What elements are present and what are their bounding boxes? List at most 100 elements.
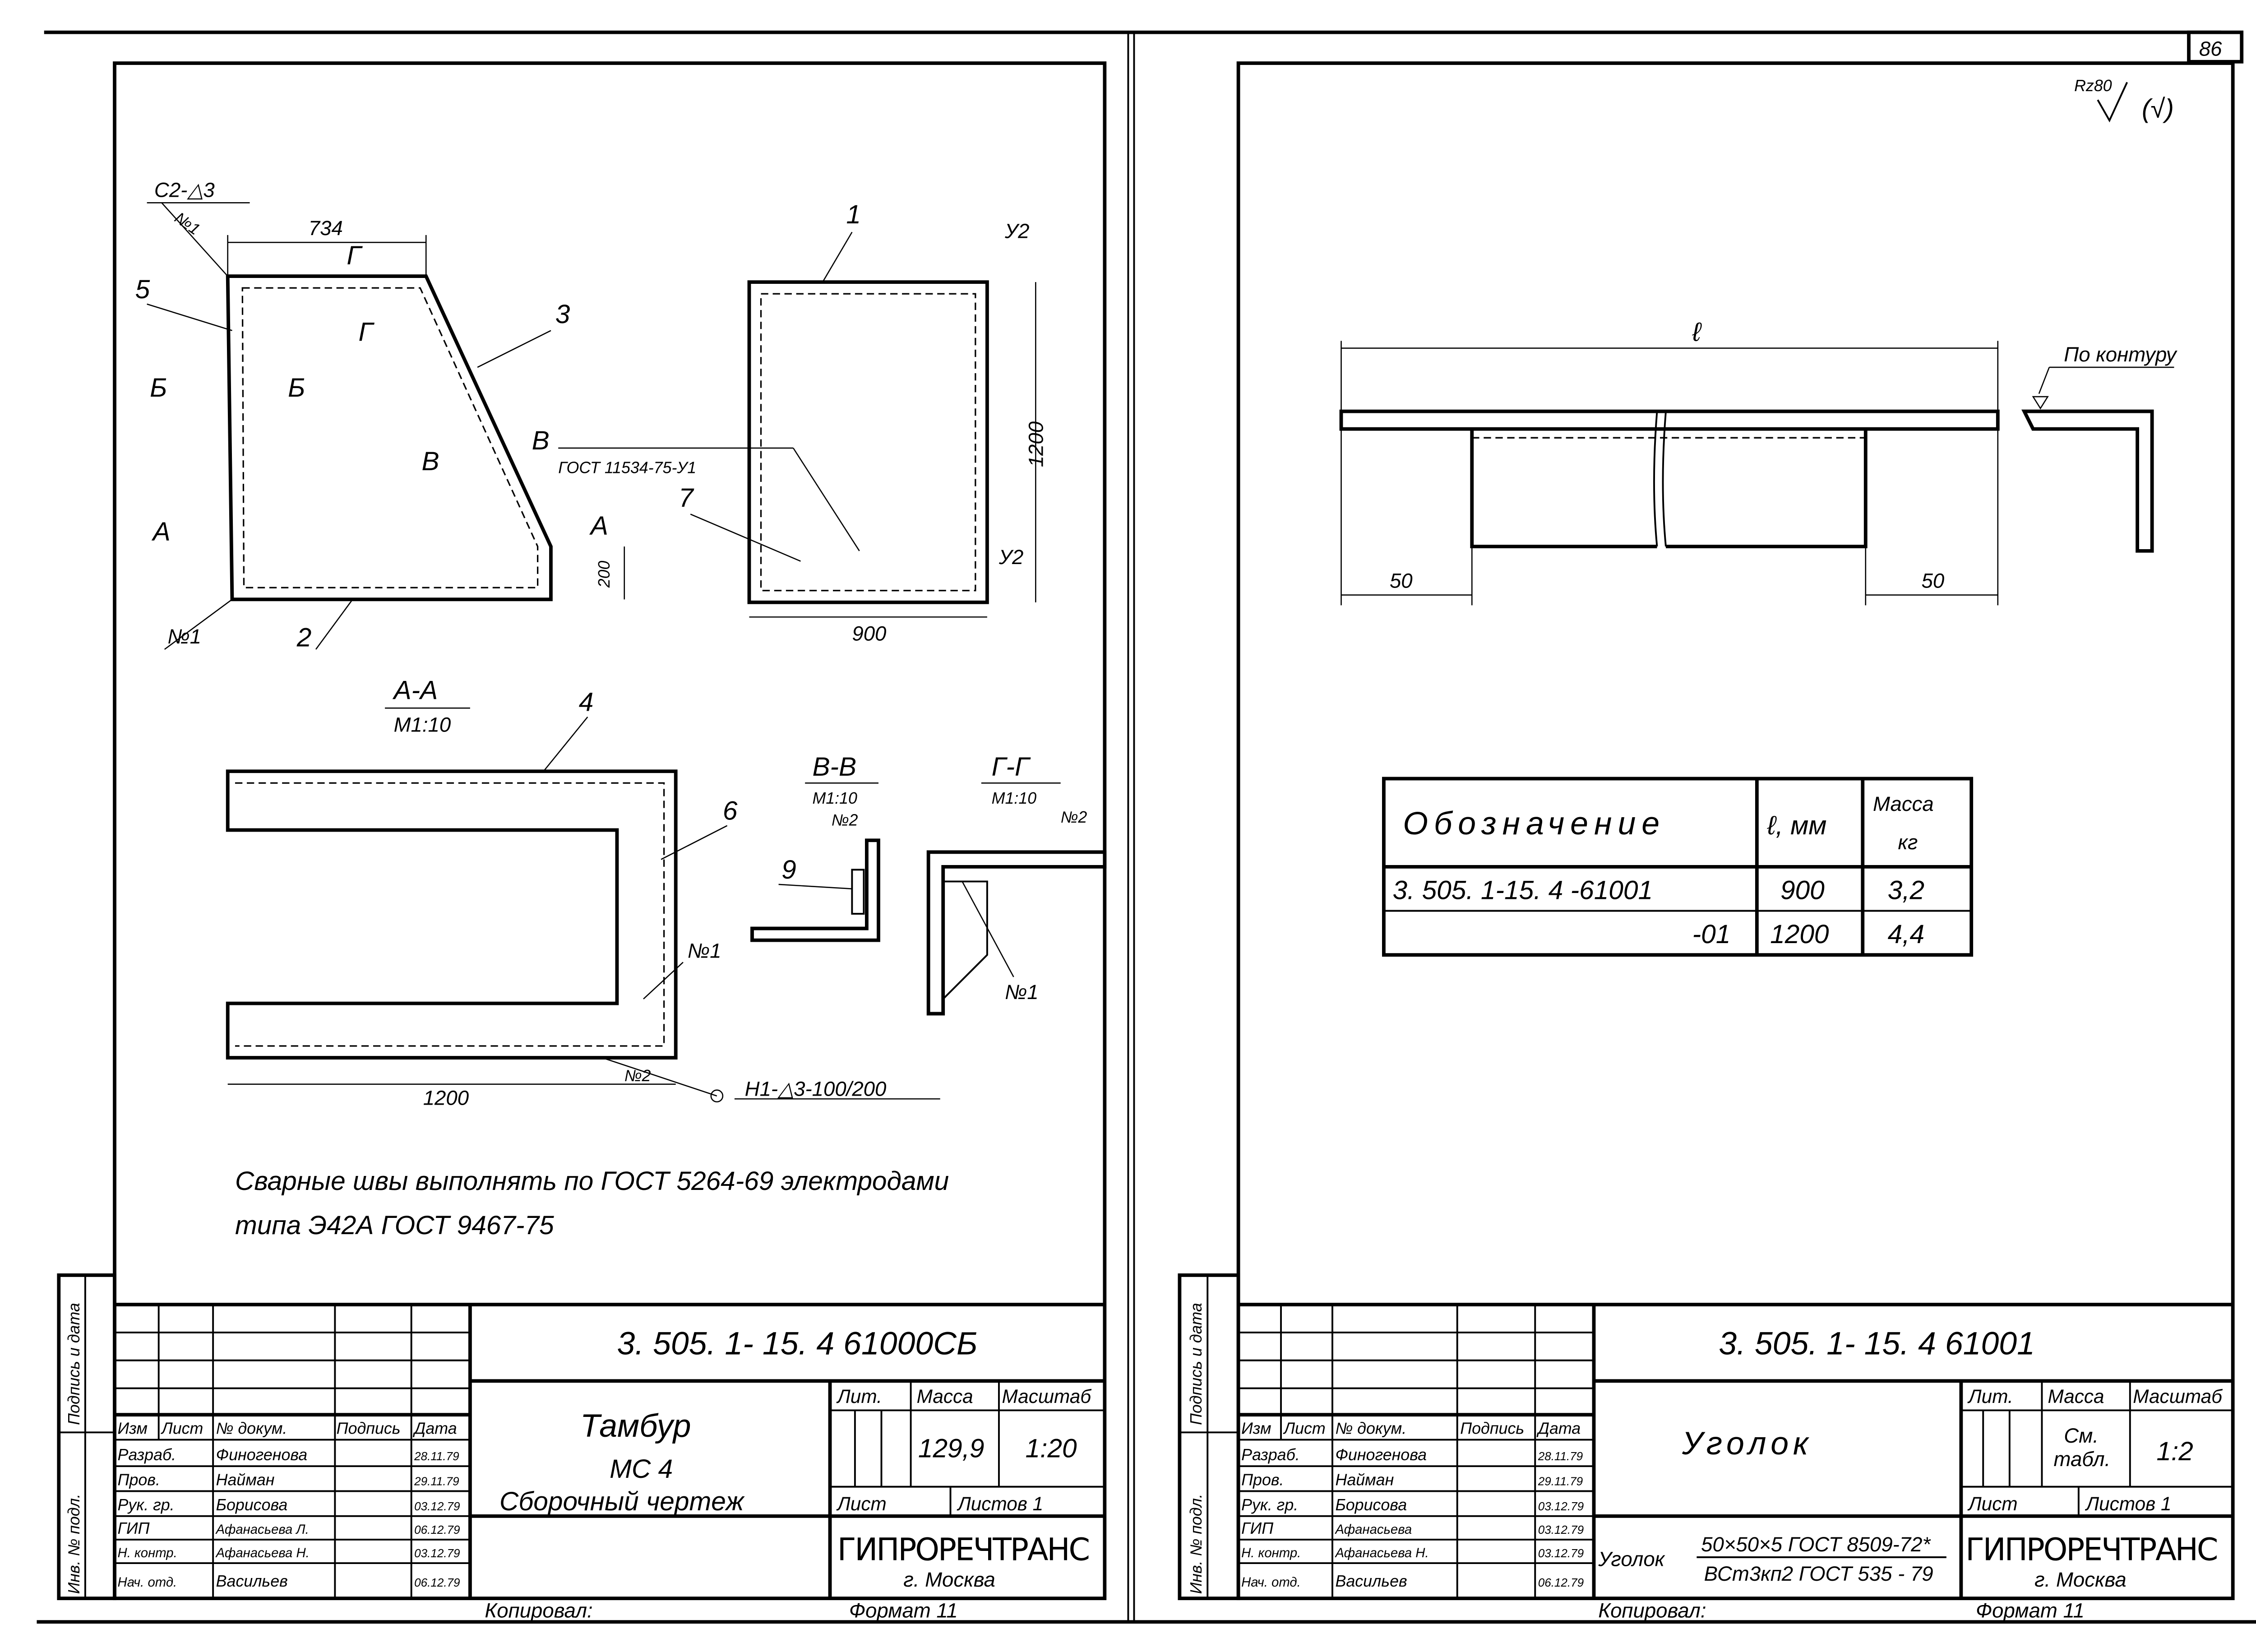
- svg-text:Лит.: Лит.: [836, 1386, 882, 1407]
- svg-text:Г: Г: [358, 317, 374, 347]
- svg-text:Обозначение: Обозначение: [1403, 805, 1665, 842]
- table-cell: 3,2: [1888, 875, 1924, 905]
- svg-text:Масса: Масса: [917, 1386, 973, 1407]
- svg-text:Изм: Изм: [1241, 1420, 1271, 1438]
- svg-text:50×50×5 ГОСТ 8509-72*: 50×50×5 ГОСТ 8509-72*: [1701, 1533, 1931, 1556]
- section-v-v: В-В М1:10 №2 9: [750, 752, 880, 942]
- svg-text:ГИП: ГИП: [118, 1519, 150, 1537]
- svg-text:У2: У2: [1004, 219, 1029, 242]
- svg-text:9: 9: [781, 855, 796, 884]
- drawing-name: Уголок: [1682, 1425, 1813, 1462]
- svg-text:ВСт3кп2 ГОСТ 535 - 79: ВСт3кп2 ГОСТ 535 - 79: [1704, 1562, 1933, 1585]
- svg-text:Формат 11: Формат 11: [1976, 1599, 2085, 1622]
- left-frame: [113, 61, 1107, 1601]
- svg-text:№1: №1: [688, 939, 721, 963]
- svg-text:Пров.: Пров.: [1241, 1471, 1284, 1489]
- svg-text:Лист: Лист: [161, 1420, 203, 1438]
- svg-text:Найман: Найман: [216, 1471, 275, 1489]
- company-name: ГИПРОРЕЧТРАНС: [837, 1532, 1089, 1568]
- svg-text:г. Москва: г. Москва: [2034, 1568, 2127, 1591]
- svg-text:28.11.79: 28.11.79: [1538, 1449, 1583, 1463]
- svg-text:50: 50: [1390, 569, 1413, 592]
- svg-text:03.12.79: 03.12.79: [414, 1546, 460, 1560]
- svg-text:Афанасьева Н.: Афанасьева Н.: [1334, 1546, 1428, 1560]
- svg-text:Листов 1: Листов 1: [2085, 1493, 2171, 1514]
- angle-part-view: ℓ 50 50: [1339, 317, 2000, 606]
- svg-text:Лист: Лист: [1967, 1493, 2018, 1514]
- svg-text:29.11.79: 29.11.79: [1538, 1474, 1583, 1488]
- company-name: ГИПРОРЕЧТРАНС: [1965, 1532, 2217, 1568]
- svg-text:2: 2: [296, 623, 312, 652]
- svg-text:У2: У2: [999, 546, 1023, 569]
- svg-text:4: 4: [579, 688, 594, 717]
- table-cell: -01: [1692, 920, 1731, 949]
- svg-text:№1: №1: [167, 625, 201, 648]
- svg-text:(√): (√): [2142, 94, 2174, 123]
- svg-text:Васильев: Васильев: [1335, 1572, 1407, 1590]
- svg-text:03.12.79: 03.12.79: [1538, 1499, 1584, 1513]
- svg-text:Найман: Найман: [1335, 1471, 1394, 1489]
- svg-text:Подпись и дата: Подпись и дата: [65, 1303, 83, 1425]
- svg-text:Лист: Лист: [1283, 1420, 1326, 1438]
- svg-text:По контуру: По контуру: [2064, 343, 2177, 366]
- roughness-mark: Rz80 (√): [2074, 77, 2174, 124]
- svg-text:1200: 1200: [1025, 421, 1048, 467]
- svg-text:1:20: 1:20: [1026, 1434, 1077, 1463]
- doc-number: 3. 505. 1- 15. 4 61000СБ: [617, 1326, 977, 1362]
- svg-text:А: А: [152, 517, 171, 546]
- svg-text:Н. контр.: Н. контр.: [118, 1546, 177, 1560]
- table-cell: 900: [1780, 875, 1825, 905]
- title-block-right: 3. 505. 1- 15. 4 61001 Изм Лист № докум.…: [1238, 1303, 2233, 1622]
- svg-text:Формат 11: Формат 11: [849, 1599, 958, 1622]
- svg-text:Лист: Лист: [836, 1493, 887, 1514]
- svg-text:Изм: Изм: [118, 1420, 148, 1438]
- svg-text:Дата: Дата: [412, 1420, 457, 1438]
- svg-text:ℓ: ℓ: [1692, 317, 1702, 347]
- svg-text:Афанасьева Н.: Афанасьева Н.: [215, 1546, 310, 1560]
- side-view: 1 У2 1200 ГОСТ 11534-75-У1 7 У2 900: [558, 200, 1048, 645]
- note-line-1: Сварные швы выполнять по ГОСТ 5264-69 эл…: [235, 1166, 949, 1196]
- svg-text:Дата: Дата: [1536, 1420, 1581, 1438]
- table-cell: 3. 505. 1-15. 4 -61001: [1392, 875, 1653, 905]
- svg-text:Подпись: Подпись: [1460, 1420, 1524, 1438]
- svg-text:5: 5: [135, 275, 150, 304]
- svg-text:06.12.79: 06.12.79: [414, 1523, 460, 1536]
- svg-text:03.12.79: 03.12.79: [1538, 1523, 1584, 1536]
- svg-text:Инв. № подл.: Инв. № подл.: [65, 1494, 83, 1594]
- svg-text:Б: Б: [288, 373, 305, 403]
- svg-text:МС 4: МС 4: [610, 1454, 673, 1484]
- svg-text:№1: №1: [1005, 981, 1039, 1004]
- svg-text:ГИП: ГИП: [1241, 1519, 1273, 1537]
- right-sheet: Rz80 (√) ℓ 50 50 По контуру: [1178, 61, 2235, 1622]
- svg-text:Уголок: Уголок: [1598, 1548, 1665, 1571]
- svg-text:Рук. гр.: Рук. гр.: [118, 1496, 175, 1514]
- svg-text:86: 86: [2199, 37, 2222, 60]
- svg-text:Г-Г: Г-Г: [992, 752, 1031, 782]
- side-strip: Инв. № подл. Подпись и дата: [1178, 1273, 1240, 1601]
- svg-text:Афанасьева Л.: Афанасьева Л.: [215, 1522, 309, 1537]
- plan-view: 734 С2-△3 №1 5 3 Б Б В В А А Г Г №1 2 20…: [135, 178, 625, 652]
- svg-text:См.: См.: [2064, 1424, 2099, 1447]
- svg-text:А: А: [589, 511, 608, 541]
- mass-table: Обозначение ℓ, мм Масса кг 3. 505. 1-15.…: [1382, 777, 1974, 957]
- svg-text:3: 3: [555, 300, 570, 329]
- drawing-name: Тамбур: [580, 1408, 691, 1444]
- svg-text:1: 1: [846, 200, 861, 229]
- svg-text:табл.: табл.: [2054, 1448, 2111, 1471]
- svg-text:Пров.: Пров.: [118, 1471, 160, 1489]
- svg-text:М1:10: М1:10: [394, 713, 451, 736]
- svg-text:Г: Г: [347, 241, 363, 270]
- svg-text:Финогенова: Финогенова: [216, 1446, 308, 1464]
- svg-text:Борисова: Борисова: [1335, 1496, 1407, 1514]
- section-g-g: Г-Г М1:10 №2 №1: [926, 752, 1107, 1016]
- svg-text:Н1-△3-100/200: Н1-△3-100/200: [745, 1078, 887, 1101]
- svg-text:М1:10: М1:10: [812, 789, 857, 807]
- svg-text:С2-△3: С2-△3: [154, 178, 215, 201]
- svg-text:Сборочный чертеж: Сборочный чертеж: [499, 1487, 745, 1516]
- svg-text:03.12.79: 03.12.79: [414, 1499, 460, 1513]
- svg-text:№2: №2: [832, 811, 858, 829]
- svg-text:№2: №2: [1061, 808, 1087, 826]
- svg-text:7: 7: [679, 483, 694, 513]
- doc-number: 3. 505. 1- 15. 4 61001: [1719, 1326, 2035, 1362]
- left-sheet: 734 С2-△3 №1 5 3 Б Б В В А А Г Г №1 2 20…: [57, 61, 1107, 1622]
